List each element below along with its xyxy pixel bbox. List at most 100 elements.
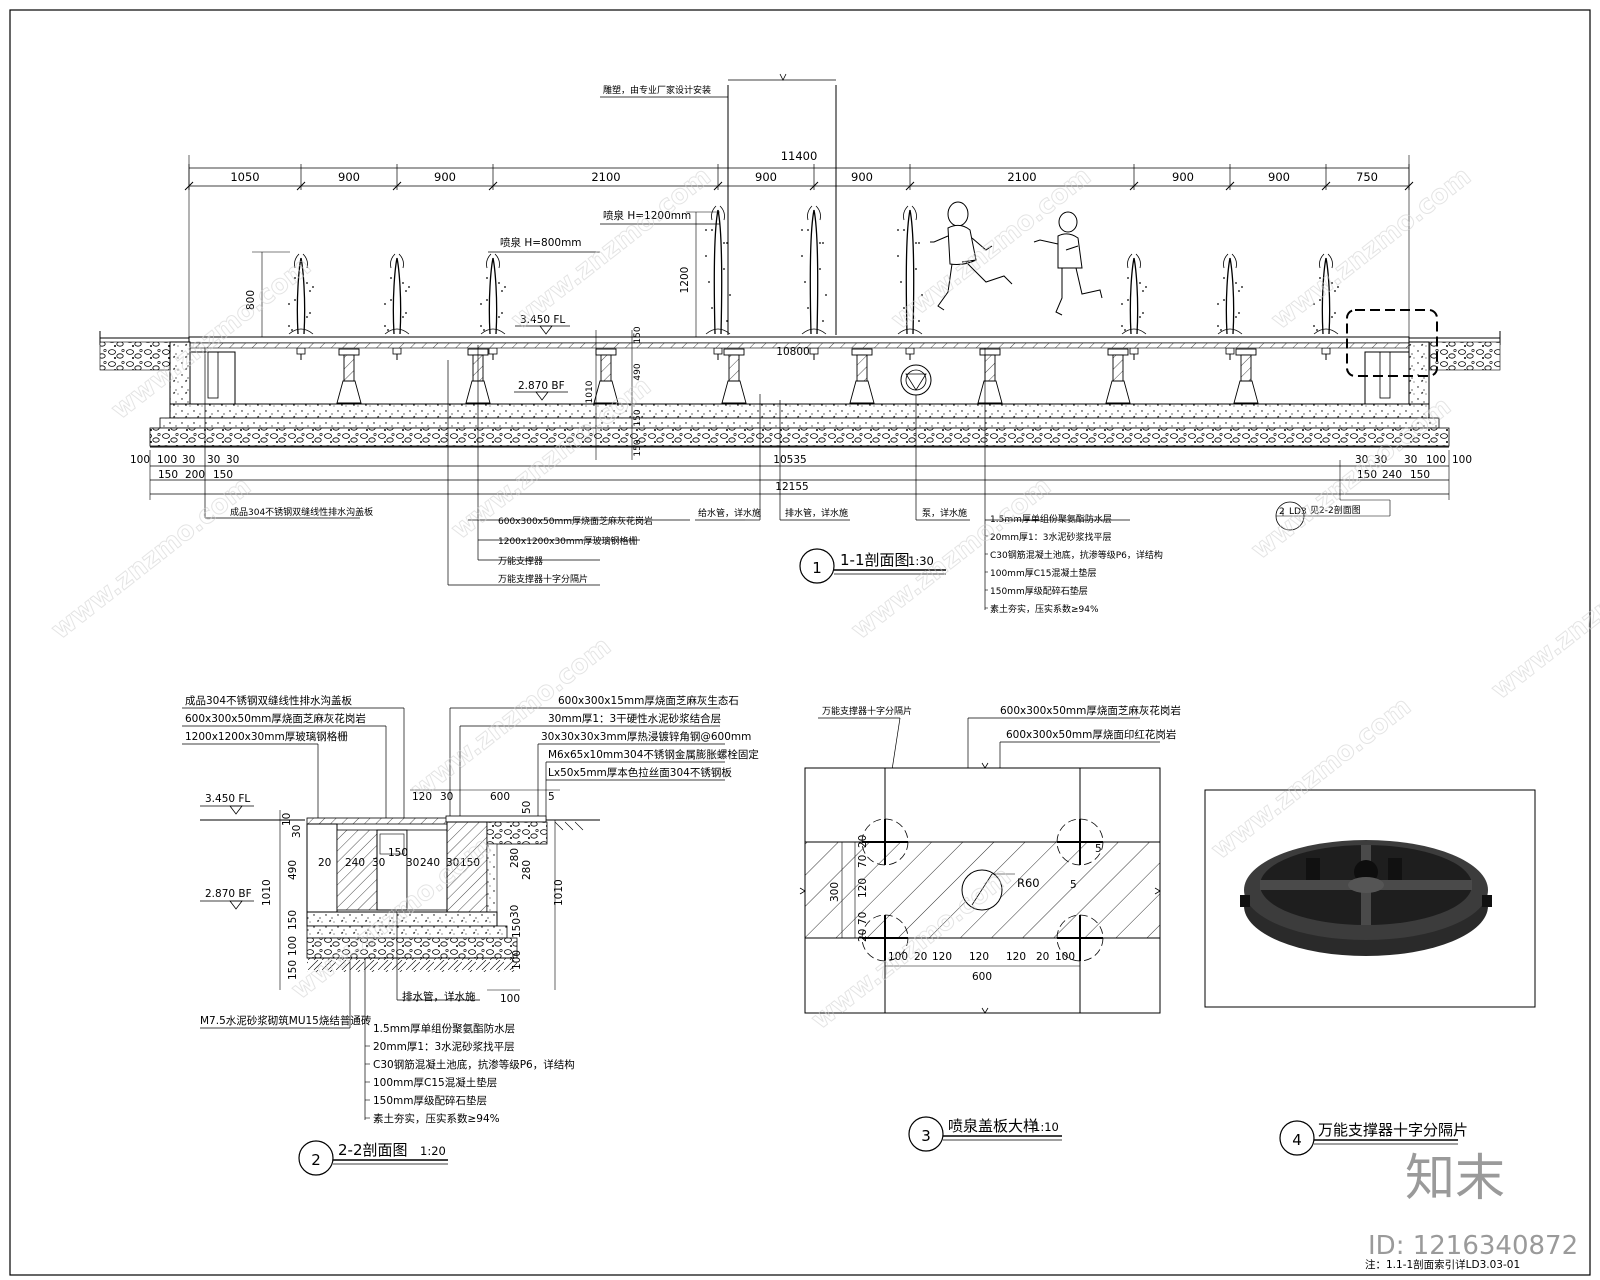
brand-logo: 知末 — [1405, 1149, 1505, 1207]
dim-10535: 10535 — [773, 454, 806, 466]
fountain-jet — [897, 205, 923, 360]
layer-note: C30钢筋混凝土池底，抗渗等级P6，详结构 — [373, 1058, 575, 1071]
d3-600: 600 — [972, 971, 992, 983]
layer-note: 素土夯实，压实系数≥94% — [373, 1112, 500, 1125]
d3-vertical-dims: 20 70 120 70 20 — [857, 835, 869, 942]
title2-scale: 1:20 — [420, 1144, 446, 1158]
dim: 600 — [490, 791, 510, 803]
dim-seg: 900 — [338, 170, 360, 184]
layer-note: 20mm厚1：3水泥砂浆找平层 — [990, 531, 1111, 543]
dim-seg: 2100 — [1007, 170, 1036, 184]
dim: 200 — [185, 469, 205, 481]
title4-name: 万能支撑器十字分隔片 — [1318, 1121, 1468, 1139]
d3-five: 5 — [1070, 879, 1077, 891]
dim: 240 — [1382, 469, 1402, 481]
fountain-jet — [288, 253, 314, 360]
level-fl: 3.450 FL — [520, 314, 565, 326]
id-label: ID: 1216340872 — [1368, 1231, 1578, 1261]
fountain-jet — [801, 205, 827, 360]
sculpture-note: 雕塑，由专业厂家设计安装 — [603, 84, 711, 96]
d3-horizontal-dims: 100 20 120 120 120 20 100 — [888, 951, 1075, 963]
fountain-jet — [480, 253, 506, 360]
pedestal — [1105, 348, 1131, 404]
pedestal — [1233, 348, 1259, 404]
layer-note: 100mm厚C15混凝土垫层 — [373, 1076, 497, 1089]
ref-num: 2 — [1279, 507, 1285, 517]
dim-seg: 750 — [1356, 170, 1378, 184]
dim: 100 — [888, 951, 908, 963]
jet-high-label: 喷泉 H=1200mm — [603, 209, 691, 222]
note: 600x300x50mm厚烧面芝麻灰花岗岩 — [185, 712, 366, 725]
dim-150-low: 150 — [633, 439, 643, 456]
layer-note: 1.5mm厚单组份聚氨酯防水层 — [990, 513, 1112, 525]
dim-seg: 900 — [1172, 170, 1194, 184]
dim: 30 — [406, 857, 419, 869]
section1-layers: 1.5mm厚单组份聚氨酯防水层 20mm厚1：3水泥砂浆找平层 C30钢筋混凝土… — [990, 513, 1163, 615]
jet-low-label: 喷泉 H=800mm — [500, 236, 582, 249]
section-2-2: 成品304不锈钢双缝线性排水沟盖板 600x300x50mm厚烧面芝麻灰花岗岩 … — [182, 694, 759, 1125]
dim-150-mid: 150 — [633, 409, 643, 426]
dim: 100 — [1452, 454, 1472, 466]
dim: 100 — [157, 454, 177, 466]
note: Lx50x5mm厚本色拉丝面304不锈钢板 — [548, 766, 732, 779]
dims-bottom-left: 100 100 30 30 30 150 200 150 — [130, 454, 239, 481]
d3-v300: 300 — [829, 882, 841, 902]
runner-figures — [930, 201, 1103, 316]
dim: 120 — [932, 951, 952, 963]
brick-note: M7.5水泥砂浆砌筑MU15烧结普通砖 — [200, 1014, 372, 1027]
dim: 100 — [130, 454, 150, 466]
dim: 120 — [1006, 951, 1026, 963]
dim-seg: 2100 — [591, 170, 620, 184]
section-1-1: 雕塑，由专业厂家设计安装 11400 1050 900 900 2100 900… — [99, 73, 1501, 615]
layer-note: 100mm厚C15混凝土垫层 — [990, 567, 1096, 579]
dim: 120 — [857, 878, 869, 898]
dim: 30 — [1374, 454, 1387, 466]
callout-drain-cover: 成品304不锈钢双缝线性排水沟盖板 — [230, 506, 373, 518]
callout-supply: 给水管，详水施 — [698, 507, 761, 519]
watermark-text: www.znzmo.com — [1486, 532, 1600, 706]
dim: 30 — [226, 454, 239, 466]
dim: 20 — [1036, 951, 1049, 963]
dim: 5 — [548, 791, 555, 803]
dim: 150 — [287, 960, 299, 980]
dim: 30 — [1355, 454, 1368, 466]
dim-top-segments: 1050 900 900 2100 900 900 2100 900 900 7… — [230, 170, 1378, 184]
callout-pedestal-cross: 万能支撑器十字分隔片 — [498, 573, 588, 585]
layer-note: 150mm厚级配碎石垫层 — [990, 585, 1088, 597]
detail-4-photo — [1204, 789, 1536, 1008]
layer-note: C30钢筋混凝土池底，抗渗等级P6，详结构 — [990, 549, 1163, 561]
dim: 70 — [857, 912, 869, 925]
fountain-jet — [705, 205, 731, 360]
dim-seg: 900 — [755, 170, 777, 184]
layer-note: 20mm厚1：3水泥砂浆找平层 — [373, 1040, 515, 1053]
title1-num: 1 — [812, 559, 822, 577]
dim: 100 — [511, 950, 523, 970]
pedestal — [593, 348, 619, 404]
dim: 150 — [460, 857, 480, 869]
d3-note-2: 600x300x50mm厚烧面印红花岗岩 — [1006, 728, 1176, 741]
layer-note: 1.5mm厚单组份聚氨酯防水层 — [373, 1022, 515, 1035]
dims-bottom-right: 30 30 30 100 100 150 240 150 — [1355, 454, 1472, 481]
d3-note-0: 万能支撑器十字分隔片 — [822, 705, 912, 717]
pedestals — [336, 348, 1259, 404]
dim: 30 — [372, 857, 385, 869]
dim: 70 — [857, 855, 869, 868]
dim: 150 — [388, 847, 408, 859]
dim: 150 — [511, 918, 523, 938]
dim: 490 — [287, 860, 299, 880]
title3-num: 3 — [921, 1127, 931, 1145]
section2-notes-right: 600x300x15mm厚烧面芝麻灰生态石 30mm厚1：3干硬性水泥砂浆结合层… — [541, 694, 759, 779]
callout-pedestal: 万能支撑器 — [498, 555, 543, 567]
dim: 240 — [420, 857, 440, 869]
dim: 150 — [158, 469, 178, 481]
dim: 280 — [509, 848, 521, 868]
callout-tile: 600x300x50mm厚烧面芝麻灰花岗岩 — [498, 515, 653, 527]
dim: 150 — [1410, 469, 1430, 481]
dim: 100 — [500, 993, 520, 1005]
dim: 30 — [446, 857, 459, 869]
dim-280: 280 — [521, 860, 533, 880]
dim: 1010 — [261, 879, 273, 906]
dim: 10 — [281, 813, 293, 826]
title-block-4: 4 万能支撑器十字分隔片 — [1279, 1120, 1468, 1156]
